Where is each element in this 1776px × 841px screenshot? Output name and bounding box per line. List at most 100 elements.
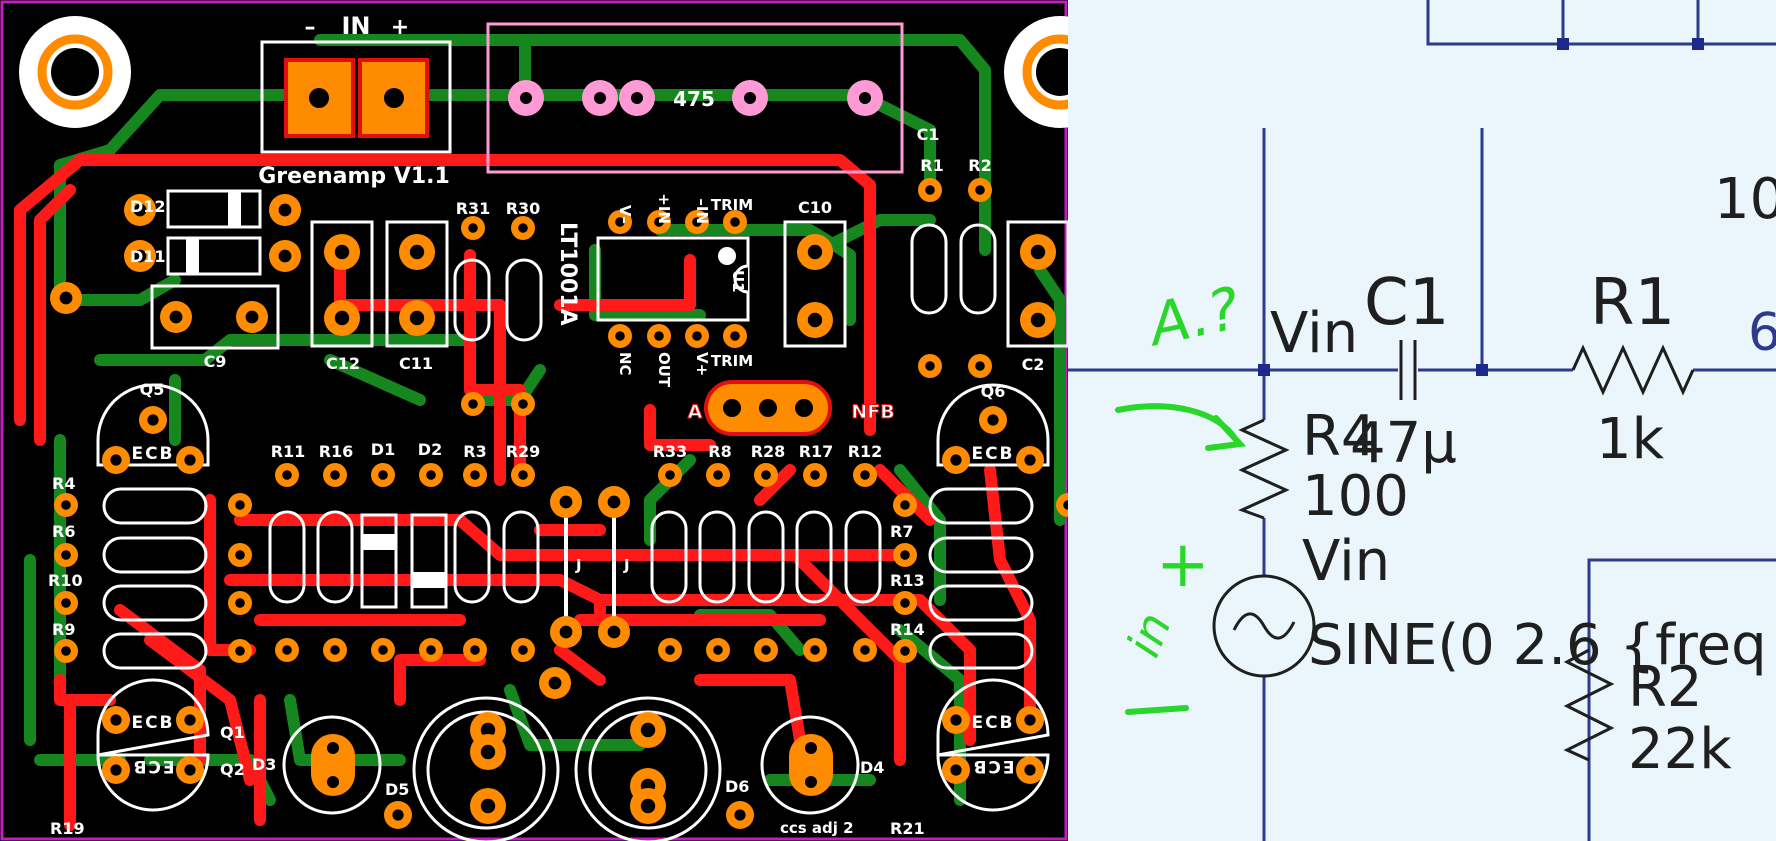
pad-drill [378, 645, 388, 655]
r1-resistor-symbol [1571, 344, 1695, 396]
ref-r10: R10 [48, 571, 83, 590]
pad[interactable] [1056, 493, 1068, 517]
ref-r17: R17 [799, 442, 834, 461]
d1-band [362, 534, 396, 550]
ref-r28: R28 [751, 442, 786, 461]
pad-drill [900, 550, 910, 560]
c1-capacitor-symbol [1399, 340, 1417, 400]
d3-pads[interactable] [311, 734, 355, 796]
pad-drill [480, 744, 496, 760]
pad-drill [607, 495, 621, 509]
opamp-pin-bottom-4: TRIM [711, 352, 753, 370]
ref-q5: Q5 [140, 380, 165, 399]
resistor-symbols [1238, 344, 1695, 762]
ref-d12: D12 [130, 197, 166, 216]
pad-drill [334, 244, 350, 260]
annotation-question: A.? [1140, 274, 1246, 360]
opamp-pin-top-1: V– [616, 205, 634, 224]
q3-pinout: ECB [971, 713, 1014, 733]
capacitor-outlines [310, 220, 1068, 348]
input-minus-label: – [305, 15, 316, 40]
pcb-layout-view[interactable]: – IN + Greenamp V1.1 475 [0, 0, 1068, 841]
mounting-hole-right [1004, 16, 1068, 128]
c1-label: C1 [1364, 266, 1449, 340]
opamp-notch [733, 264, 749, 294]
component-pads[interactable] [50, 178, 1068, 829]
pad-drill [559, 495, 573, 509]
pad-drill [654, 217, 664, 227]
pad-drill [59, 291, 73, 305]
ref-r21: R21 [890, 819, 925, 838]
q1-pinout: ECB [131, 713, 174, 733]
pad-drill [607, 625, 621, 639]
d2-band [412, 572, 446, 588]
vin-node-label: Vin [1270, 301, 1358, 366]
pad-drill [900, 646, 910, 656]
ref-c12: C12 [326, 354, 360, 373]
pad-drill [184, 714, 196, 726]
ref-r12: R12 [848, 442, 883, 461]
node-partial-label: 6 [1748, 303, 1776, 363]
pad-drill [950, 454, 962, 466]
ref-r9: R9 [52, 620, 75, 639]
q2-pinout: ECB [131, 756, 174, 776]
ref-d6: D6 [725, 777, 749, 796]
d4-pads[interactable] [789, 734, 833, 796]
pad-drill [61, 550, 71, 560]
pad-drill [987, 414, 999, 426]
sine-source-symbol [1212, 574, 1316, 678]
opamp-pin-bottom-2: OUT [655, 352, 673, 388]
ref-c1: C1 [917, 125, 940, 144]
jumper-wires-j [564, 502, 616, 632]
opamp-part-number: LT1001A [555, 222, 580, 326]
r4-label-overlap: R4 [1302, 404, 1377, 469]
pad-drill [730, 217, 740, 227]
pad-drill [692, 331, 702, 341]
ref-d11: D11 [130, 247, 166, 266]
ccs-adjust-label: ccs adj 2 [780, 819, 854, 837]
pad-drill [470, 645, 480, 655]
pad-drill [110, 764, 122, 776]
input-plus-label: + [391, 15, 409, 40]
mounting-hole-left [19, 16, 131, 128]
pad-drill [925, 361, 935, 371]
pad-drill [975, 185, 985, 195]
pad-drill [640, 722, 656, 738]
bottom-component-outlines [282, 696, 860, 841]
pad-drill [468, 223, 478, 233]
r1-value-label: 1k [1596, 407, 1665, 472]
pad-drill [665, 645, 675, 655]
pad-drill [1024, 764, 1036, 776]
pad-drill [409, 310, 425, 326]
pad-drill [900, 598, 910, 608]
pad-drill [61, 500, 71, 510]
ref-r19: R19 [50, 819, 85, 838]
pad-drill [61, 646, 71, 656]
schematic-canvas[interactable]: Vin C1 47μ R1 1k R4 100 Vin SINE(0 2.6 {… [1068, 0, 1776, 841]
board-name-label: Greenamp V1.1 [258, 164, 450, 189]
ref-r6: R6 [52, 522, 75, 541]
pad-drill [518, 645, 528, 655]
potentiometer-drills [520, 92, 871, 104]
schematic-view[interactable]: Vin C1 47μ R1 1k R4 100 Vin SINE(0 2.6 {… [1068, 0, 1776, 841]
input-connector[interactable] [260, 40, 452, 154]
pcb-canvas[interactable]: – IN + Greenamp V1.1 475 [0, 0, 1068, 841]
ref-d5: D5 [385, 780, 409, 799]
transistor-outlines [96, 383, 1050, 812]
pad-drill [409, 244, 425, 260]
opamp-pin-bottom-3: V+ [693, 352, 711, 376]
ref-d2: D2 [418, 440, 442, 459]
c1-value-label: 47μ [1350, 411, 1457, 476]
pad-drill [235, 646, 245, 656]
potentiometer-value-label: 475 [673, 87, 715, 111]
opamp-pin1-marker [718, 247, 736, 265]
pad-drill [713, 645, 723, 655]
sine-wave-icon [1232, 612, 1296, 640]
ref-u1: U1 [729, 270, 747, 293]
pad-drill [860, 645, 870, 655]
pad-drill [950, 764, 962, 776]
ref-r14: R14 [890, 620, 925, 639]
ref-r8: R8 [708, 442, 731, 461]
pad-drill [975, 361, 985, 371]
ref-r7: R7 [890, 522, 913, 541]
